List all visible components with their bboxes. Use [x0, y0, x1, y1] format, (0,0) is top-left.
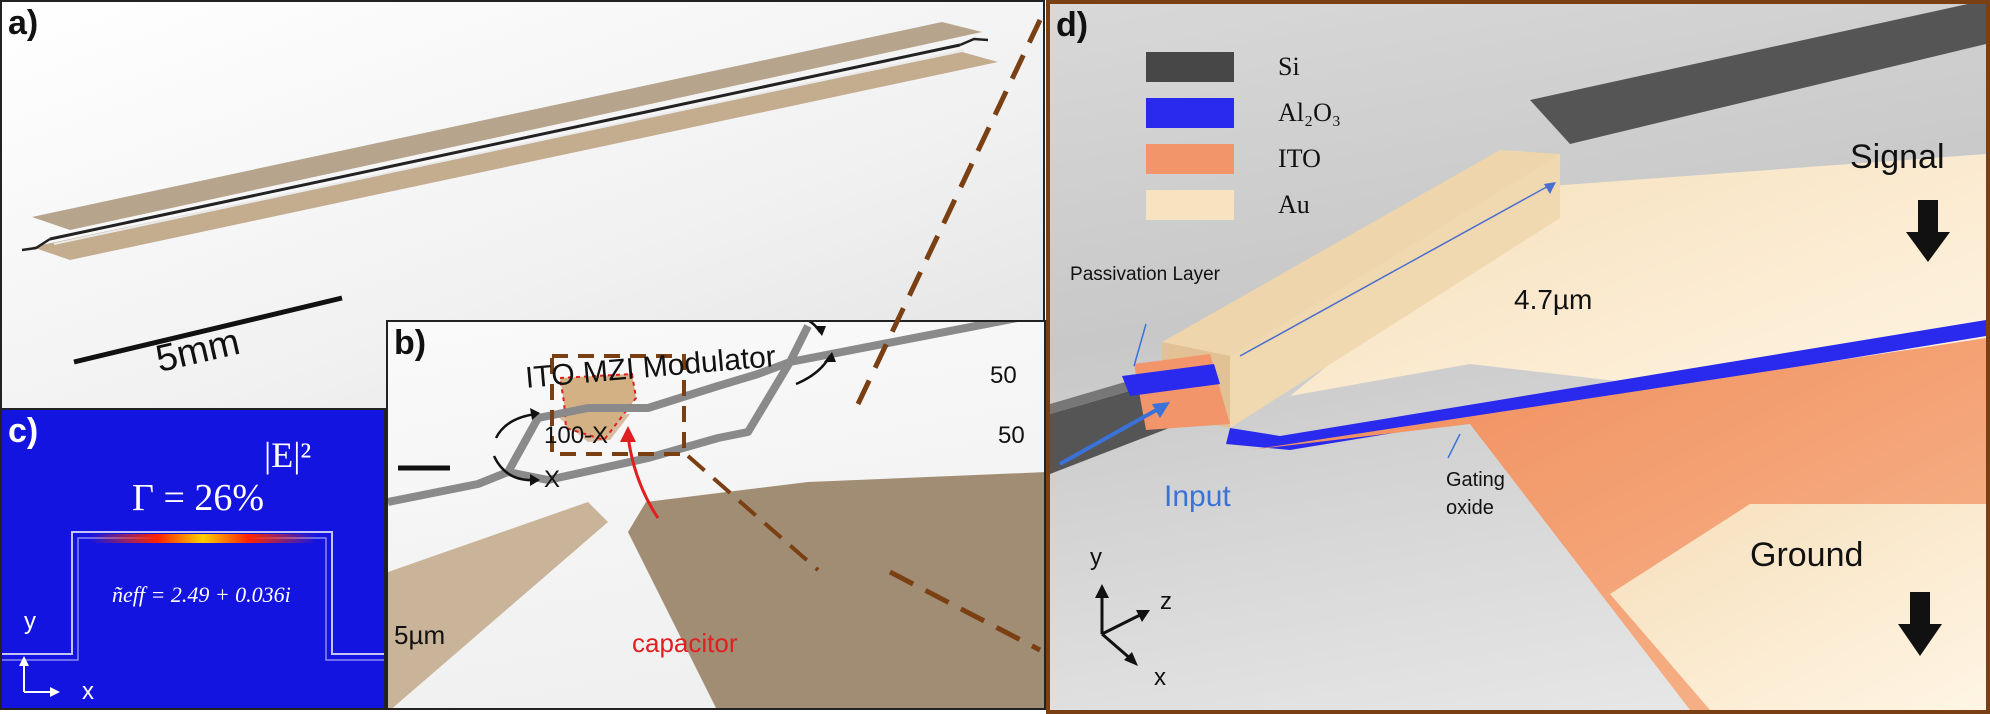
legend-label-au: Au — [1278, 190, 1310, 219]
waveguide-output — [959, 37, 989, 47]
panel-a-figure — [21, 22, 998, 365]
confinement-label: Γ = 26% — [132, 477, 265, 519]
input-arrow-head — [1152, 402, 1170, 418]
panel-b-label: b) — [394, 324, 427, 362]
panel-c-mode-plot — [2, 531, 384, 697]
panel-d-figure — [1050, 4, 1986, 710]
legend-swatch-ito — [1146, 144, 1234, 174]
passivation-pointer — [1133, 323, 1147, 367]
si-waveguide-far — [1530, 4, 1986, 144]
passivation-label: Passivation Layer — [1070, 264, 1220, 285]
arrow-x-head — [530, 474, 540, 486]
electrode-right — [628, 472, 1044, 708]
legend-label-ito: ITO — [1278, 144, 1321, 173]
zoom-line-b — [686, 454, 820, 572]
arrow-out-top-head — [814, 326, 826, 336]
signal-arrow-icon — [1906, 200, 1950, 262]
electrode-left — [388, 502, 608, 708]
length-arrow-end — [1544, 182, 1556, 194]
legend-swatch-au — [1146, 190, 1234, 220]
legend-swatch-al2o3 — [1146, 98, 1234, 128]
legend-label-si: Si — [1278, 52, 1300, 81]
panel-a-label: a) — [8, 4, 39, 42]
field-hotspot — [90, 534, 316, 543]
axis-y-head — [19, 656, 29, 666]
au-block-side — [1230, 154, 1560, 428]
panel-d-label: d) — [1056, 6, 1089, 44]
out-bottom-label: 50 — [998, 422, 1025, 449]
legend-swatch-si — [1146, 52, 1234, 82]
gating-oxide-label: Gating oxide — [1446, 469, 1505, 519]
arm-bottom-label: X — [544, 466, 561, 493]
input-arrow-line — [1059, 406, 1161, 466]
input-label: Input — [1164, 480, 1231, 513]
axis-x-label-d: x — [1154, 664, 1166, 691]
capacitor-pointer — [626, 435, 660, 519]
au-block-top — [1162, 150, 1560, 356]
panel-c: c) |E|² Γ = 26% ñeff = 2.49 + 0.036i y x — [0, 408, 386, 710]
al2o3-strip — [1226, 320, 1986, 450]
length-label: 4.7µm — [1514, 284, 1593, 315]
capacitor-label: capacitor — [632, 628, 738, 658]
length-dimension-line — [1239, 183, 1553, 357]
axis-z-d-head — [1136, 610, 1150, 622]
arrow-100x-head — [530, 408, 540, 420]
panel-c-label: c) — [8, 412, 39, 450]
legend-item-au: Au — [1146, 182, 1341, 228]
axis-z-d — [1101, 612, 1143, 636]
scale-bar-a — [73, 295, 343, 365]
axis-x-d — [1101, 632, 1133, 662]
field-label: |E|² — [264, 435, 312, 475]
signal-label: Signal — [1850, 138, 1945, 176]
panel-d: d) Si Al₂O₃ ITO Au Passivation Layer 4.7… — [1046, 0, 1990, 714]
waveguide-input — [21, 237, 51, 252]
capacitor-pointer-head — [620, 426, 636, 442]
axis-x-d-head — [1124, 652, 1138, 666]
axis-y-label-d: y — [1090, 544, 1102, 571]
scale-label-b: 5µm — [394, 620, 446, 650]
axis-y-label-c: y — [24, 608, 36, 635]
zoom-box — [550, 354, 686, 456]
out-top-label: 50 — [990, 362, 1017, 389]
arrow-out-top — [808, 322, 822, 333]
axis-z-label-d: z — [1160, 588, 1172, 615]
arm-top-label: 100-X — [544, 422, 609, 449]
waveguide-outline — [2, 531, 384, 655]
waveguide-bottom-arm — [53, 49, 965, 245]
panel-b: b) ITO MZI Modulator 100-X X 50 50 5µm c… — [386, 320, 1046, 710]
ground-electrode-pad — [1610, 504, 1986, 710]
al2o3-front — [1122, 364, 1220, 396]
electrode-strip-top — [32, 22, 982, 230]
neff-label: ñeff = 2.49 + 0.036i — [112, 582, 291, 607]
axis-x-head — [50, 687, 60, 697]
ground-label: Ground — [1750, 536, 1864, 574]
legend-item-ito: ITO — [1146, 136, 1341, 182]
legend: Si Al₂O₃ ITO Au — [1146, 44, 1341, 228]
gating-pointer — [1447, 433, 1461, 459]
axis-x-label-c: x — [82, 678, 94, 705]
electrode-strip-bottom — [32, 52, 998, 260]
legend-item-al2o3: Al₂O₃ — [1146, 90, 1341, 136]
legend-item-si: Si — [1146, 44, 1341, 90]
axis-y-d-head — [1095, 584, 1109, 598]
arrow-out-bottom-head — [824, 352, 836, 362]
ground-arrow-icon — [1898, 592, 1942, 656]
legend-label-al2o3: Al₂O₃ — [1278, 98, 1341, 127]
waveguide-top-arm — [49, 43, 961, 241]
